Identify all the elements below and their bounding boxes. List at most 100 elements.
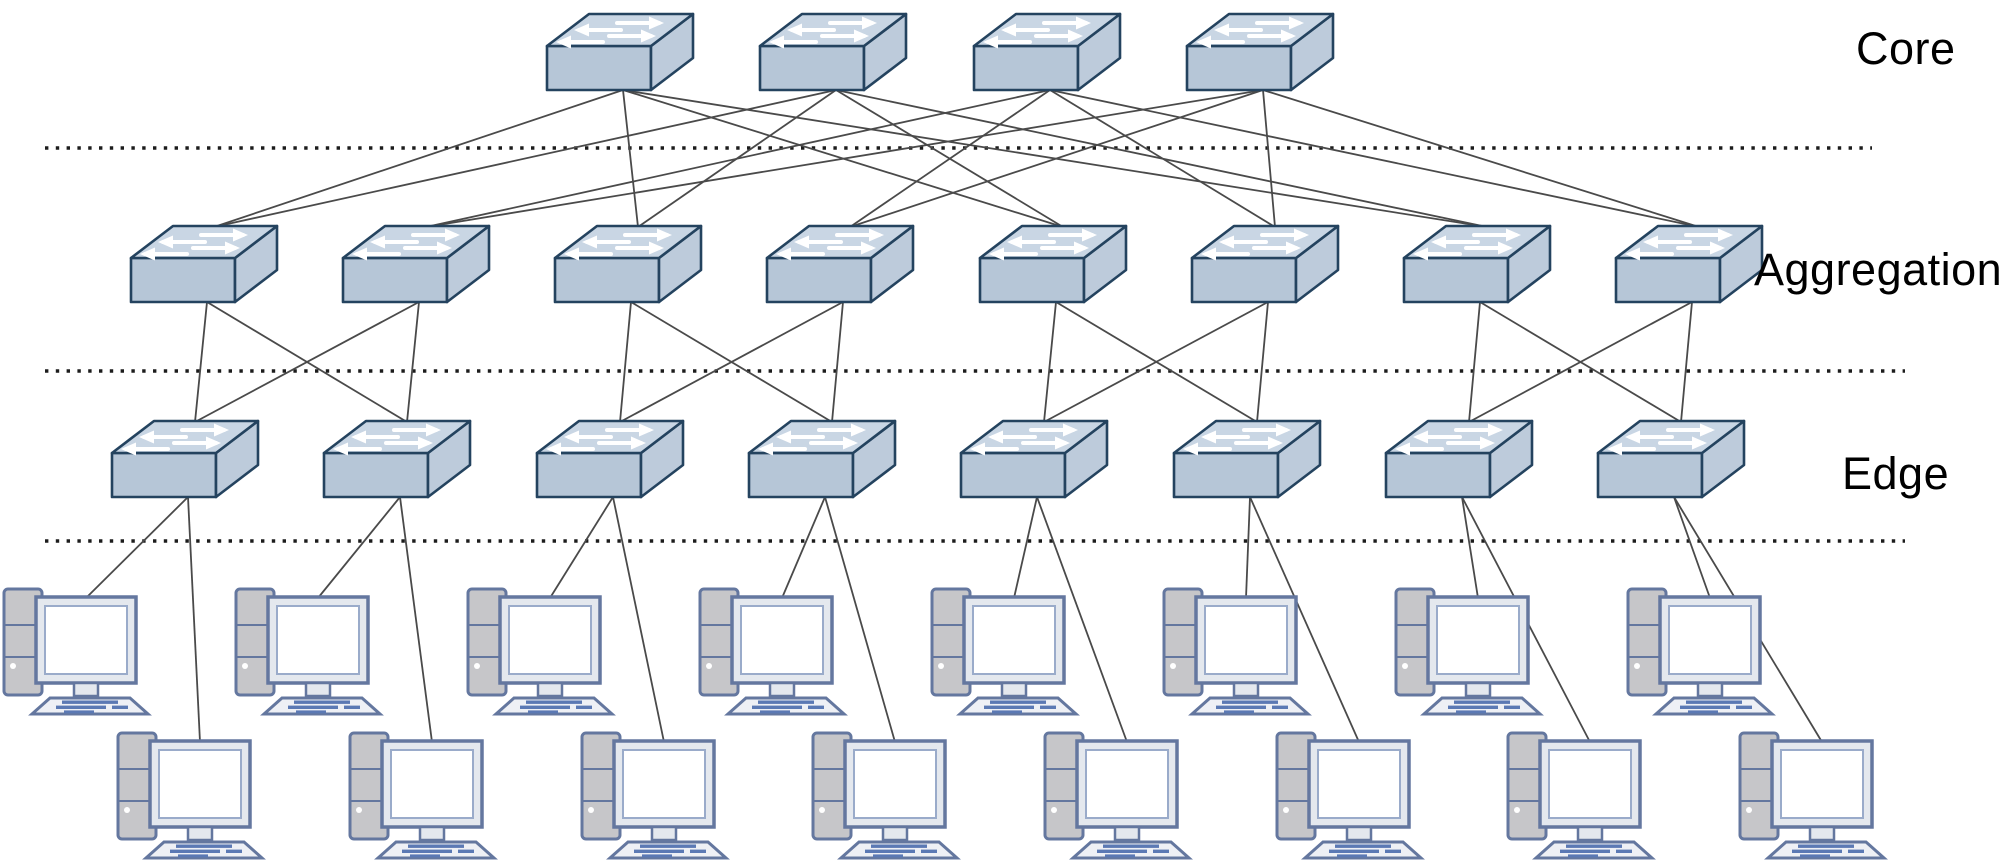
link-aggregation-edge [194,301,208,423]
screen [508,605,592,675]
link-edge-host [1249,496,1360,743]
link-edge-host [824,496,896,743]
edge-switch-3-icon [535,419,685,499]
link-core-aggregation [1049,89,1276,228]
link-aggregation-edge [831,301,844,423]
link-edge-host [317,496,401,599]
link-core-aggregation [1262,89,1700,228]
core-switch-4-icon [1185,12,1335,92]
row2-host-6-computer-icon [1275,731,1425,860]
monitor-stand [536,681,564,698]
link-core-aggregation [213,89,624,228]
screen [972,605,1056,675]
link-aggregation-edge [619,301,632,423]
layer-dividers [45,146,1905,543]
monitor-stand [72,681,100,698]
link-core-aggregation [213,89,837,228]
aggregation-switch-3-icon [553,224,703,304]
link-edge-host [781,496,826,599]
power-light [1634,663,1640,669]
row2-host-4-computer-icon [811,731,961,860]
link-edge-host [85,496,189,599]
row2-host-5-computer-icon [1043,731,1193,860]
edge-switch-7-icon [1384,419,1534,499]
screen [1317,749,1401,819]
link-aggregation-edge [1680,301,1693,423]
monitor-stand [1696,681,1724,698]
power-light [938,663,944,669]
monitor-stand [1232,681,1260,698]
monitor-stand [304,681,332,698]
monitor-stand [650,825,678,842]
edge-switch-4-icon [747,419,897,499]
link-aggregation-edge [1468,301,1693,423]
aggregation-switch-6-icon [1190,224,1340,304]
network-links [85,89,1823,743]
monitor-stand [418,825,446,842]
row1-host-6-computer-icon [1162,587,1312,716]
edge-switch-5-icon [959,419,1109,499]
row1-host-4-computer-icon [698,587,848,716]
monitor-stand [881,825,909,842]
link-edge-host [1461,496,1479,599]
layer-label-edge: Edge [1842,448,1950,499]
screen [1668,605,1752,675]
monitor-stand [1576,825,1604,842]
row1-host-7-computer-icon [1394,587,1544,716]
aggregation-switch-1-icon [129,224,279,304]
row1-host-2-computer-icon [234,587,384,716]
monitor-stand [1345,825,1373,842]
link-core-aggregation [1262,89,1276,228]
monitor-stand [1113,825,1141,842]
row2-host-7-computer-icon [1506,731,1656,860]
link-core-aggregation [1049,89,1700,228]
power-light [242,663,248,669]
screen [1436,605,1520,675]
aggregation-switch-5-icon [978,224,1128,304]
power-light [1746,807,1752,813]
power-light [1402,663,1408,669]
link-edge-host [399,496,433,743]
screen [1204,605,1288,675]
aggregation-switch-4-icon [765,224,915,304]
screen [853,749,937,819]
screen [390,749,474,819]
power-light [124,807,130,813]
link-aggregation-edge [1043,301,1057,423]
link-edge-host [1013,496,1038,599]
screen [740,605,824,675]
power-light [1283,807,1289,813]
layer-label-core: Core [1856,23,1956,74]
row2-host-8-computer-icon [1738,731,1888,860]
link-core-aggregation [425,89,1264,228]
monitor-stand [768,681,796,698]
screen [1085,749,1169,819]
link-aggregation-edge [406,301,420,423]
row2-host-1-computer-icon [116,731,266,860]
row1-host-3-computer-icon [466,587,616,716]
screen [276,605,360,675]
link-aggregation-edge [619,301,844,423]
monitor-stand [1464,681,1492,698]
link-aggregation-edge [1256,301,1269,423]
power-light [1051,807,1057,813]
layer-label-aggregation: Aggregation [1754,244,2000,295]
aggregation-switch-8-icon [1614,224,1764,304]
screen [1780,749,1864,819]
screen [44,605,128,675]
power-light [356,807,362,813]
aggregation-switch-7-icon [1402,224,1552,304]
core-switch-3-icon [972,12,1122,92]
edge-switch-1-icon [110,419,260,499]
link-core-aggregation [849,89,1051,228]
screen [622,749,706,819]
link-core-aggregation [622,89,639,228]
link-edge-host [1673,496,1711,599]
aggregation-switch-2-icon [341,224,491,304]
link-aggregation-edge [1468,301,1481,423]
power-light [588,807,594,813]
link-core-aggregation [425,89,1051,228]
device-icons [2,12,1888,860]
